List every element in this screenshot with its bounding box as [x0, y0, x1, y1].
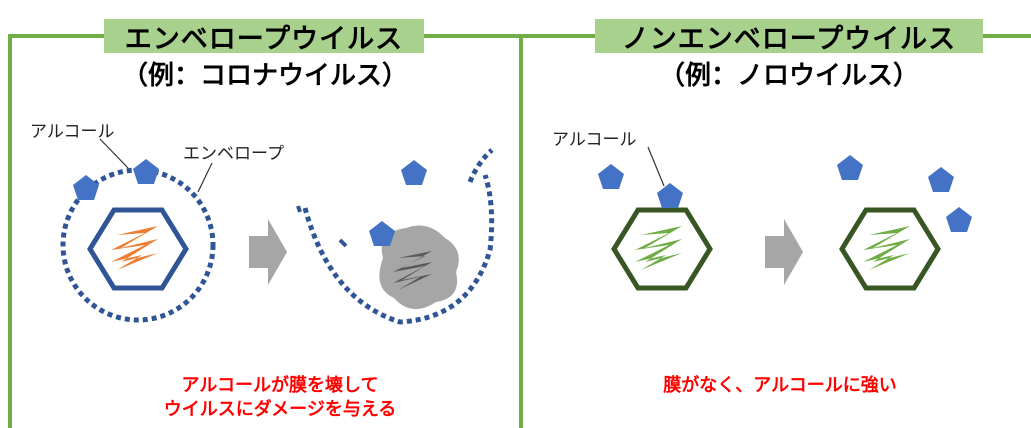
left-caption: アルコールが膜を壊して ウイルスにダメージを与える	[110, 374, 450, 422]
alcohol-molecule	[837, 155, 863, 180]
envelope-fragment	[296, 205, 302, 213]
alcohol-molecule	[401, 160, 427, 185]
right-caption: 膜がなく、アルコールに強い	[663, 375, 897, 396]
non-enveloped-virus-before	[611, 207, 713, 291]
envelope-fragment	[338, 238, 348, 248]
process-arrow	[765, 219, 803, 285]
enveloped-virus-damaged	[296, 148, 495, 325]
alcohol-molecule	[73, 175, 99, 200]
right-panel-title: ノンエンベロープウイルス	[595, 19, 983, 55]
label-alcohol-left: アルコール	[30, 122, 115, 142]
alcohol-label-leader	[99, 138, 129, 169]
damaged-blob	[379, 225, 459, 310]
alcohol-molecule	[657, 183, 683, 208]
left-caption-line2: ウイルスにダメージを与える	[163, 399, 397, 420]
label-envelope: エンベロープ	[183, 144, 284, 164]
envelope-label-leader	[197, 162, 213, 193]
alcohol-molecule	[928, 167, 954, 192]
alcohol-molecule	[598, 164, 624, 189]
rna-zigzag-damaged	[393, 251, 432, 290]
right-panel-subtitle: （例：ノロウイルス）	[658, 61, 919, 91]
left-panel-title: エンベロープウイルス	[104, 19, 424, 55]
alcohol-label-leader	[647, 146, 665, 187]
alcohol-molecule	[369, 221, 395, 246]
rna-zigzag	[635, 226, 682, 270]
alcohol-molecule	[946, 207, 972, 232]
alcohol-molecule	[133, 159, 159, 184]
rna-zigzag	[111, 226, 158, 270]
left-caption-line1: アルコールが膜を壊して	[181, 375, 379, 396]
label-alcohol-right: アルコール	[552, 130, 637, 150]
broken-envelope-lower	[302, 174, 495, 325]
enveloped-virus-intact	[60, 167, 216, 323]
process-arrow	[249, 219, 287, 285]
left-panel-subtitle: （例：コロナウイルス）	[121, 61, 408, 91]
non-enveloped-virus-after	[839, 207, 941, 291]
rna-zigzag	[863, 226, 910, 270]
broken-envelope-upper	[467, 148, 494, 183]
